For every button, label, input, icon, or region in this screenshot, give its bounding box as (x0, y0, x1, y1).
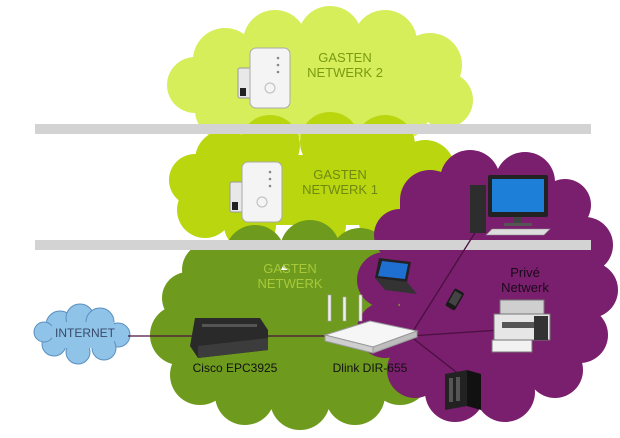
smartphone-icon (445, 288, 464, 311)
floor-separator-top (35, 124, 591, 134)
guest-network-1-label: GASTEN NETWERK 1 (290, 167, 390, 197)
network-cables (128, 227, 501, 376)
guest-network-1-line1: GASTEN (313, 167, 367, 182)
private-network-line1: Privé (510, 265, 540, 280)
guest-network-2-label: GASTEN NETWERK 2 (295, 50, 395, 80)
guest-network-line2: NETWERK (257, 276, 323, 291)
guest-network-label: GASTEN NETWERK (240, 261, 340, 291)
guest-network-2-line1: GASTEN (318, 50, 372, 65)
wireless-router-icon (323, 294, 419, 354)
guest-network-2-line2: NETWERK 2 (307, 65, 383, 80)
floor-separator-bottom (35, 240, 591, 250)
modem-label: Cisco EPC3925 (192, 361, 278, 375)
printer-icon (491, 299, 551, 353)
guest-network-1-line2: NETWERK 1 (302, 182, 378, 197)
wifi-extender-icon (237, 47, 291, 109)
nas-server-icon (445, 370, 481, 410)
desktop-computer-icon (470, 175, 551, 236)
router-label: Dlink DIR-655 (332, 361, 408, 375)
internet-label: INTERNET (55, 326, 115, 340)
cable-modem-icon (190, 318, 268, 358)
wifi-extender-icon (229, 161, 283, 223)
private-network-line2: Netwerk (501, 280, 549, 295)
private-network-label: Privé Netwerk (490, 265, 560, 295)
guest-network-line1: GASTEN (263, 261, 317, 276)
laptop-icon (375, 258, 417, 294)
